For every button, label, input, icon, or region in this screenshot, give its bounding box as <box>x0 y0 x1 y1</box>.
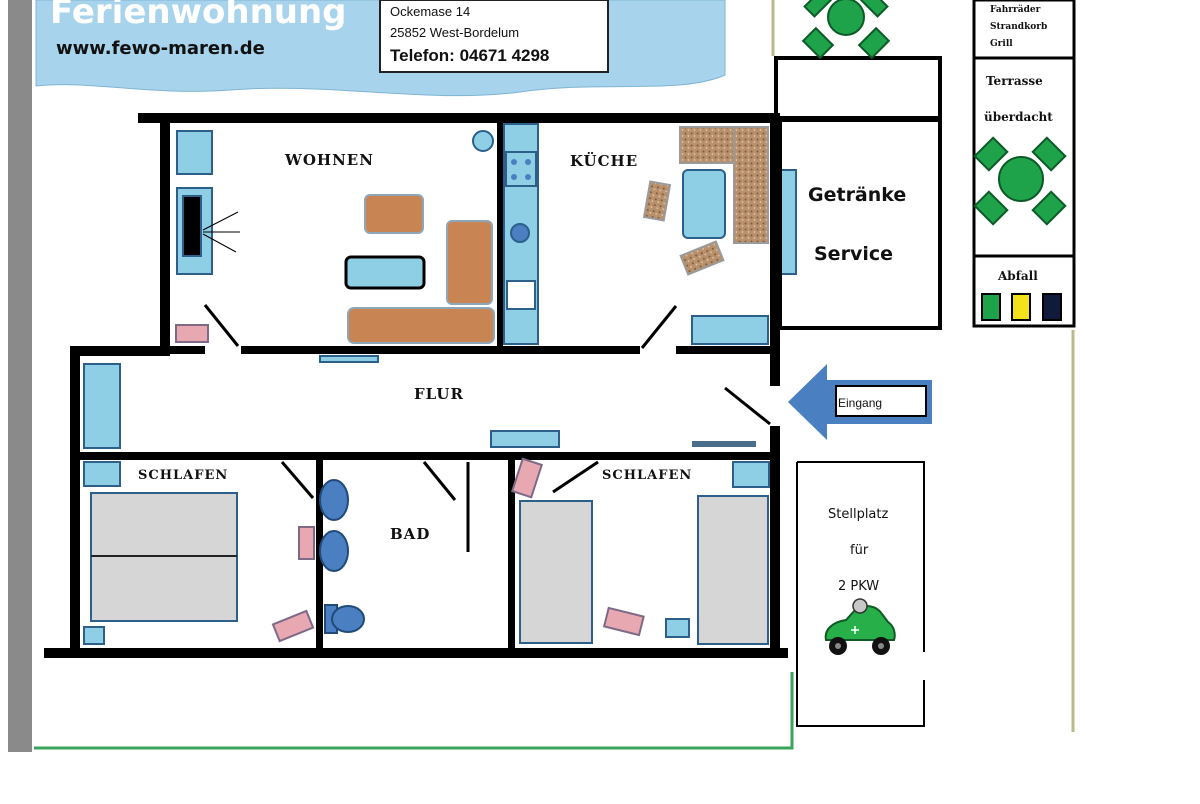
room-label-schlafen-right: SCHLAFEN <box>602 468 693 483</box>
address-city: 25852 West-Bordelum <box>390 25 520 40</box>
lawn-boundary-bottom <box>34 672 794 750</box>
terrace-label-line2: überdacht <box>984 110 1053 124</box>
frame-bar-left <box>8 0 32 752</box>
patio-table-top-icon <box>801 0 891 60</box>
outdoor-column <box>972 0 1076 328</box>
door-gap-wohnen <box>205 344 241 356</box>
parking-label-line1: Stellplatz <box>828 507 889 522</box>
kitchen-furniture <box>503 123 797 345</box>
room-label-bad: BAD <box>390 525 431 543</box>
bathroom-fixtures <box>319 479 365 634</box>
headline: Ferienwohnung <box>50 0 347 32</box>
address-street: Ockemase 14 <box>390 4 471 19</box>
waste-bins-icon <box>981 293 1062 321</box>
entrance-label-box <box>835 385 927 417</box>
bedroom-left-furniture <box>83 461 315 645</box>
car-icon <box>824 598 896 655</box>
service-label-line2: Service <box>814 243 893 265</box>
waste-label: Abfall <box>998 269 1038 283</box>
door-gap-entrance <box>768 386 782 426</box>
room-label-flur: FLUR <box>414 385 464 403</box>
room-label-kueche: KÜCHE <box>570 152 639 170</box>
phone-number: Telefon: 04671 4298 <box>390 46 550 65</box>
bedroom-right-furniture <box>510 457 770 645</box>
room-label-wohnen: WOHNEN <box>285 151 374 169</box>
door-gap-kueche <box>640 344 676 356</box>
entrance-label: Eingang <box>838 396 883 410</box>
living-room-furniture <box>175 130 495 363</box>
walls <box>44 113 788 658</box>
door-swings <box>203 304 771 552</box>
service-annex <box>774 56 942 330</box>
parking-label-line3: 2 PKW <box>838 579 880 594</box>
parking-label-line2: für <box>850 543 869 558</box>
parking-area <box>796 461 925 727</box>
address-box <box>379 0 609 73</box>
website-link[interactable]: www.fewo-maren.de <box>56 38 265 59</box>
service-label-line1: Getränke <box>808 184 907 206</box>
hallway-furniture <box>83 363 756 449</box>
storage-label-line2: Strandkorb <box>990 22 1048 32</box>
storage-label-line1: Fahrräder <box>990 5 1041 15</box>
tv-rays-icon <box>202 211 240 253</box>
terrace-label-line1: Terrasse <box>986 74 1043 88</box>
room-label-schlafen-left: SCHLAFEN <box>138 468 229 483</box>
storage-label-line3: Grill <box>990 39 1013 49</box>
terrace-table-icon <box>973 136 1067 226</box>
